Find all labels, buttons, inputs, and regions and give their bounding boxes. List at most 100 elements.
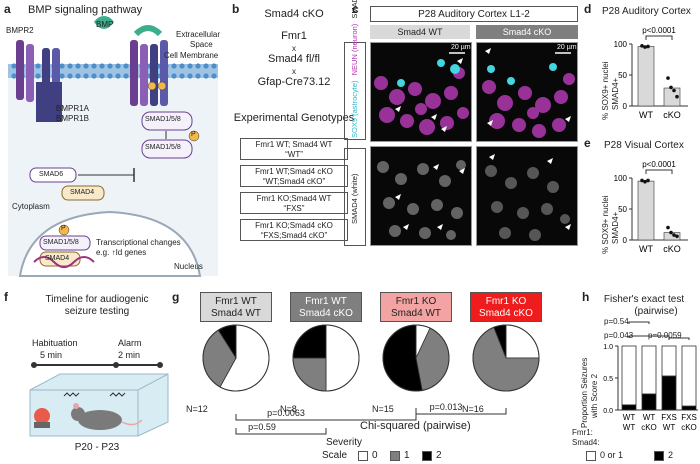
- y-tick-label: 100: [614, 174, 628, 183]
- panel-h-ylabel-b: with Score 2: [590, 373, 599, 419]
- data-point: [643, 45, 647, 49]
- label-cytoplasm: Cytoplasm: [12, 202, 50, 211]
- chi-squared-label: Chi-squared (pairwise): [360, 420, 471, 432]
- row2-label: SMAD4 (white): [350, 173, 359, 224]
- pval-g-3: p=0.59: [248, 422, 276, 432]
- cross-line-1: Fmr1: [281, 30, 307, 42]
- panel-h-title-b: (pairwise): [634, 306, 678, 317]
- severity-legend-1: 1: [404, 450, 410, 461]
- bracket-h-2: [628, 335, 670, 338]
- data-point: [646, 44, 650, 49]
- pie-outline: [292, 324, 360, 392]
- n-wt-cko: N=8: [280, 404, 297, 414]
- group-fxs-line1: Fmr1 KO: [395, 296, 437, 307]
- label-genes: e.g. ↑Id genes: [96, 248, 147, 257]
- bar-score-0-1: [641, 345, 657, 395]
- h-legend-2: 2: [668, 450, 674, 460]
- label-nuc-smad4: SMAD4: [45, 255, 70, 262]
- panel-e-letter: e: [584, 136, 591, 150]
- nuc-smad158-box: [39, 235, 91, 251]
- micrograph-wt-smad4: [370, 146, 472, 246]
- bar-score-2: [621, 404, 637, 411]
- genotypes-title: Experimental Genotypes: [233, 112, 355, 124]
- panel-h-ylabel-svg: Proportion Seizures with Score 2: [580, 358, 599, 428]
- x-label-fmr1: FXS: [661, 413, 677, 422]
- y-tick-label: 1.0: [603, 344, 613, 351]
- cross-line-3: Smad4 fl/fl: [268, 53, 320, 65]
- x-tick-label: cKO: [663, 110, 681, 120]
- panel-f-letter: f: [4, 290, 8, 304]
- row1-label-box: [344, 42, 366, 140]
- x-tick-label: WT: [639, 244, 653, 254]
- bar-score-0-1: [661, 345, 677, 377]
- bar: [637, 180, 655, 241]
- panel-d-letter: d: [584, 2, 592, 16]
- row1-label-neun: NEUN (neuron): [350, 23, 359, 75]
- label-p-mid: P: [191, 131, 196, 138]
- genotype-wt-cko-line2: “WT;Smad4 cKO”: [262, 177, 326, 186]
- group-wt-cko-line1: Fmr1 WT: [305, 296, 347, 307]
- data-point: [643, 179, 647, 184]
- label-bmpr2: BMPR2: [6, 26, 34, 35]
- x-label-smad4: WT: [663, 423, 676, 432]
- micrograph-wt-merge: [370, 42, 472, 142]
- n-fxs-cko: N=16: [462, 404, 484, 414]
- nuc-phospho-circle: [58, 224, 70, 236]
- panel-b-letter: b: [232, 2, 240, 16]
- habituation-label: Habituation: [32, 338, 78, 348]
- group-wt-cko-line2: Smad4 cKO: [299, 308, 353, 319]
- x-tick-label: WT: [639, 110, 653, 120]
- panel-e-ylabel-svg: % SOX9+ nuclei SMAD4+: [601, 195, 620, 254]
- data-point: [672, 88, 676, 93]
- label-smad158-mid: SMAD1/5/8: [145, 144, 181, 151]
- group-box-fxs: Fmr1 KO Smad4 WT: [380, 292, 452, 322]
- panel-h-ylabel-a: Proportion Seizures: [580, 358, 589, 428]
- pie-slice: [382, 324, 423, 392]
- label-membrane: Cell Membrane: [164, 51, 219, 60]
- bmp-pathway-diagram: [8, 16, 218, 277]
- label-nuc-smad158: SMAD1/5/8: [43, 239, 79, 246]
- label-smad158-top: SMAD1/5/8: [145, 116, 181, 123]
- chart-g: [202, 324, 540, 392]
- habituation-time: 5 min: [40, 350, 63, 360]
- micrograph-cko-smad4: [476, 146, 578, 246]
- h-legend-0: 0 or 1: [600, 450, 624, 460]
- group-fxs-cko-line1: Fmr1 KO: [485, 296, 527, 307]
- label-bmpr1b: BMPR1B: [56, 114, 89, 123]
- bar-score-0-1: [681, 345, 697, 407]
- label-nucleus: Nucleus: [174, 262, 203, 271]
- genotype-fxs-line2: “FXS”: [283, 204, 305, 213]
- genotype-box-wt-cko: Fmr1 WT;Smad4 cKO “WT;Smad4 cKO”: [240, 165, 348, 187]
- pval-h-2: p=0.043: [604, 331, 634, 340]
- x-label-fmr1: WT: [623, 413, 636, 422]
- bar: [637, 46, 655, 107]
- x-label-fmr1: FXS: [681, 413, 697, 422]
- group-box-wt: Fmr1 WT Smad4 WT: [200, 292, 272, 322]
- panel-b-title: Smad4 cKO: [264, 8, 324, 20]
- timeline-mid: [113, 362, 119, 368]
- cross-line-4: x: [292, 67, 296, 76]
- severity-label-b: Scale: [322, 450, 348, 461]
- alarm-label: Alarm: [118, 338, 142, 348]
- x-tick-label: cKO: [663, 244, 681, 254]
- micrograph-cko-merge: [476, 42, 578, 142]
- severity-legend-1-swatch: [390, 451, 400, 461]
- panel-d-ylabel-a: % SOX9+ nuclei: [601, 61, 610, 120]
- data-point: [666, 225, 670, 230]
- panel-c-col-wt: Smad4 WT: [370, 25, 470, 39]
- panel-f-title-a: Timeline for audiogenic: [45, 294, 149, 305]
- label-bmp: BMP: [96, 20, 114, 29]
- age-label: P20 - P23: [74, 442, 120, 453]
- genotype-box-wt: Fmr1 WT; Smad4 WT “WT”: [240, 138, 348, 160]
- panel-c-title: P28 Auditory Cortex L1-2: [370, 6, 578, 22]
- y-tick-label: 0: [623, 102, 628, 111]
- smad158-box-top: [141, 111, 193, 131]
- label-nuc-p: P: [61, 225, 66, 232]
- panel-a-title: BMP signaling pathway: [28, 4, 143, 16]
- row1-label-h: Fmr1:: [572, 428, 593, 437]
- bracket-h-3: [668, 337, 690, 340]
- y-tick-label: 0.5: [603, 376, 613, 383]
- svg-text:SOX9 (astrocyte) NEUN (neu: SOX9 (astrocyte) NEUN (neuron) SMAD4: [350, 0, 359, 138]
